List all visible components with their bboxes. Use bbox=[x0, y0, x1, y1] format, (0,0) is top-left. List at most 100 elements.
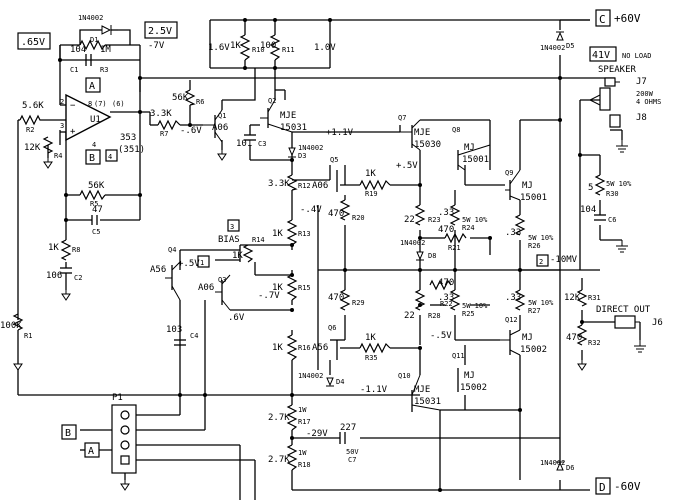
svg-text:R2: R2 bbox=[26, 126, 34, 134]
resistor-r20 bbox=[339, 199, 351, 221]
svg-text:1N4002: 1N4002 bbox=[298, 144, 323, 152]
svg-text:4: 4 bbox=[92, 141, 96, 149]
svg-text:15002: 15002 bbox=[520, 345, 547, 355]
svg-text:MJ: MJ bbox=[522, 181, 533, 191]
svg-text:100K: 100K bbox=[0, 321, 22, 331]
svg-text:C4: C4 bbox=[190, 332, 198, 340]
diode-d3 bbox=[288, 147, 296, 157]
svg-text:3: 3 bbox=[60, 122, 64, 130]
diode-d5 bbox=[556, 31, 564, 41]
svg-text:R21: R21 bbox=[448, 244, 461, 252]
svg-text:15001: 15001 bbox=[462, 155, 489, 165]
svg-text:C2: C2 bbox=[74, 274, 82, 282]
resistor-r26 bbox=[514, 214, 526, 236]
grounds bbox=[13, 139, 647, 491]
svg-text:Q1: Q1 bbox=[218, 112, 226, 120]
svg-text:Q6: Q6 bbox=[328, 324, 336, 332]
svg-text:R12: R12 bbox=[298, 182, 311, 190]
svg-text:+.5V: +.5V bbox=[396, 161, 418, 171]
resistor-r16 bbox=[286, 334, 298, 361]
svg-text:1W: 1W bbox=[298, 406, 307, 414]
svg-text:R30: R30 bbox=[606, 190, 619, 198]
output-box-2: 2 bbox=[539, 258, 543, 266]
svg-text:−: − bbox=[70, 101, 76, 111]
svg-text:A06: A06 bbox=[312, 181, 328, 191]
resistor-r22 bbox=[429, 279, 452, 291]
svg-text:104: 104 bbox=[70, 45, 86, 55]
svg-text:R32: R32 bbox=[588, 339, 601, 347]
svg-text:104: 104 bbox=[580, 205, 596, 215]
resistor-r23 bbox=[414, 204, 426, 226]
svg-text:5W 10%: 5W 10% bbox=[462, 216, 488, 224]
svg-text:22: 22 bbox=[404, 215, 415, 225]
rail-pos-letter: C bbox=[599, 13, 606, 26]
diode-d8 bbox=[416, 251, 424, 261]
svg-text:1K: 1K bbox=[48, 243, 59, 253]
connector-a: A bbox=[88, 446, 94, 457]
svg-text:R6: R6 bbox=[196, 98, 204, 106]
svg-text:BIAS: BIAS bbox=[218, 235, 240, 245]
svg-text:R31: R31 bbox=[588, 294, 601, 302]
text-labels: +60V -60V NO LOAD 1N4002 D1 104 C1 1M R3… bbox=[0, 12, 663, 493]
svg-text:50V: 50V bbox=[346, 448, 359, 456]
svg-text:R35: R35 bbox=[365, 354, 378, 362]
svg-text:15031: 15031 bbox=[414, 397, 441, 407]
svg-text:C6: C6 bbox=[608, 216, 616, 224]
resistor-r17 bbox=[286, 404, 298, 431]
svg-text:-29V: -29V bbox=[306, 429, 328, 439]
svg-text:1.6V: 1.6V bbox=[208, 43, 230, 53]
resistor-r28 bbox=[414, 289, 426, 311]
resistor-r11 bbox=[269, 34, 281, 61]
resistors bbox=[12, 34, 606, 471]
resistor-r24 bbox=[449, 204, 461, 226]
svg-text:.33: .33 bbox=[438, 208, 454, 218]
svg-text:8: 8 bbox=[88, 100, 92, 108]
svg-text:J7: J7 bbox=[636, 77, 647, 87]
boxed-labels: .65V 2.5V 41V C D A B 4 3 1 2 B A bbox=[17, 9, 617, 495]
svg-text:A56: A56 bbox=[150, 265, 166, 275]
opamp-u1: − + bbox=[65, 93, 112, 142]
svg-text:5: 5 bbox=[588, 183, 593, 193]
svg-text:5W 10%: 5W 10% bbox=[606, 180, 632, 188]
svg-text:22: 22 bbox=[404, 311, 415, 321]
svg-text:-7V: -7V bbox=[148, 41, 165, 51]
svg-text:-.7V: -.7V bbox=[258, 291, 280, 301]
resistor-r3 bbox=[79, 39, 106, 51]
resistor-r18 bbox=[286, 444, 298, 471]
q4-box-1: 1 bbox=[200, 259, 204, 267]
svg-text:5W 10%: 5W 10% bbox=[528, 234, 554, 242]
resistor-r6 bbox=[184, 89, 196, 106]
svg-text:R25: R25 bbox=[462, 310, 475, 318]
svg-text:Q9: Q9 bbox=[505, 169, 513, 177]
svg-text:MJ: MJ bbox=[464, 371, 475, 381]
svg-text:D1: D1 bbox=[90, 36, 98, 44]
svg-text:A06: A06 bbox=[212, 123, 228, 133]
svg-text:47: 47 bbox=[92, 205, 103, 215]
svg-text:Q7: Q7 bbox=[398, 114, 406, 122]
svg-text:1M: 1M bbox=[100, 45, 111, 55]
svg-text:DIRECT OUT: DIRECT OUT bbox=[596, 305, 651, 315]
diodes bbox=[79, 25, 564, 471]
svg-text:2: 2 bbox=[60, 98, 64, 106]
svg-text:+1.1V: +1.1V bbox=[326, 128, 354, 138]
svg-text:J6: J6 bbox=[652, 318, 663, 328]
label-v65: .65V bbox=[21, 37, 45, 48]
svg-text:1W: 1W bbox=[298, 449, 307, 457]
svg-text:MJE: MJE bbox=[414, 385, 430, 395]
svg-text:Q5: Q5 bbox=[330, 156, 338, 164]
svg-text:R15: R15 bbox=[298, 284, 311, 292]
svg-text:+.5V: +.5V bbox=[178, 259, 200, 269]
svg-text:1K: 1K bbox=[272, 283, 283, 293]
svg-text:1N4002: 1N4002 bbox=[540, 44, 565, 52]
resistor-r32 bbox=[576, 324, 588, 346]
svg-text:470: 470 bbox=[438, 278, 454, 288]
resistor-r35 bbox=[359, 342, 391, 354]
svg-text:15002: 15002 bbox=[460, 383, 487, 393]
resistor-r1 bbox=[12, 313, 24, 331]
svg-text:4 OHMS: 4 OHMS bbox=[636, 98, 661, 106]
svg-text:227: 227 bbox=[340, 423, 356, 433]
svg-text:R5: R5 bbox=[90, 200, 98, 208]
connector-p1 bbox=[111, 404, 137, 474]
svg-text:Q4: Q4 bbox=[168, 246, 176, 254]
svg-text:56K: 56K bbox=[88, 181, 105, 191]
